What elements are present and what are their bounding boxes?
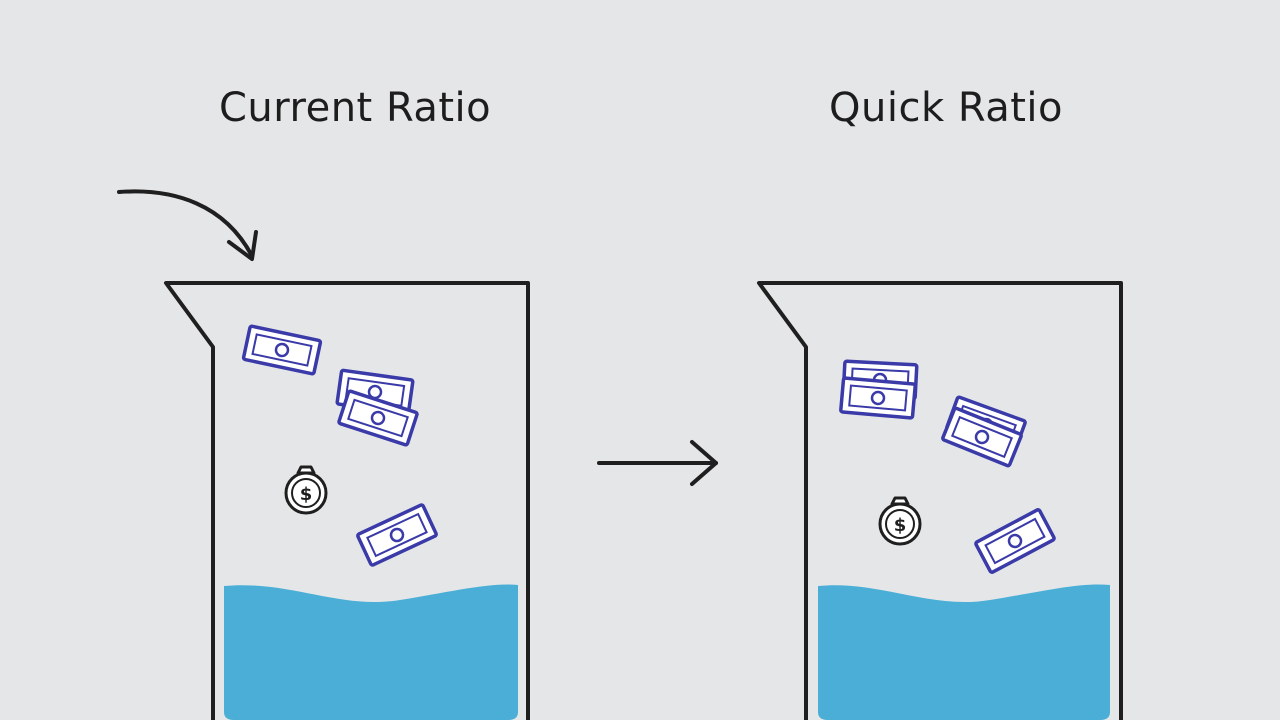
coin-bag-icon [284, 465, 328, 515]
curved-arrow-icon [117, 189, 258, 261]
right-arrow-icon [597, 440, 718, 486]
banknote-icon [973, 507, 1057, 575]
current-ratio-title: Current Ratio [219, 85, 492, 131]
banknote-stack-icon [838, 359, 919, 420]
beaker-outline [757, 281, 1123, 720]
banknote-icon [241, 324, 323, 376]
beaker-outline [164, 281, 530, 720]
liquid [224, 584, 518, 720]
current-ratio-beaker [164, 281, 530, 720]
banknote-icon [355, 502, 439, 568]
quick-ratio-beaker [757, 281, 1123, 720]
banknote-stack-icon [335, 368, 420, 448]
banknote-stack-icon [940, 394, 1028, 468]
quick-ratio-title: Quick Ratio [829, 85, 1064, 131]
liquid [818, 584, 1110, 720]
coin-bag-icon [878, 496, 922, 546]
